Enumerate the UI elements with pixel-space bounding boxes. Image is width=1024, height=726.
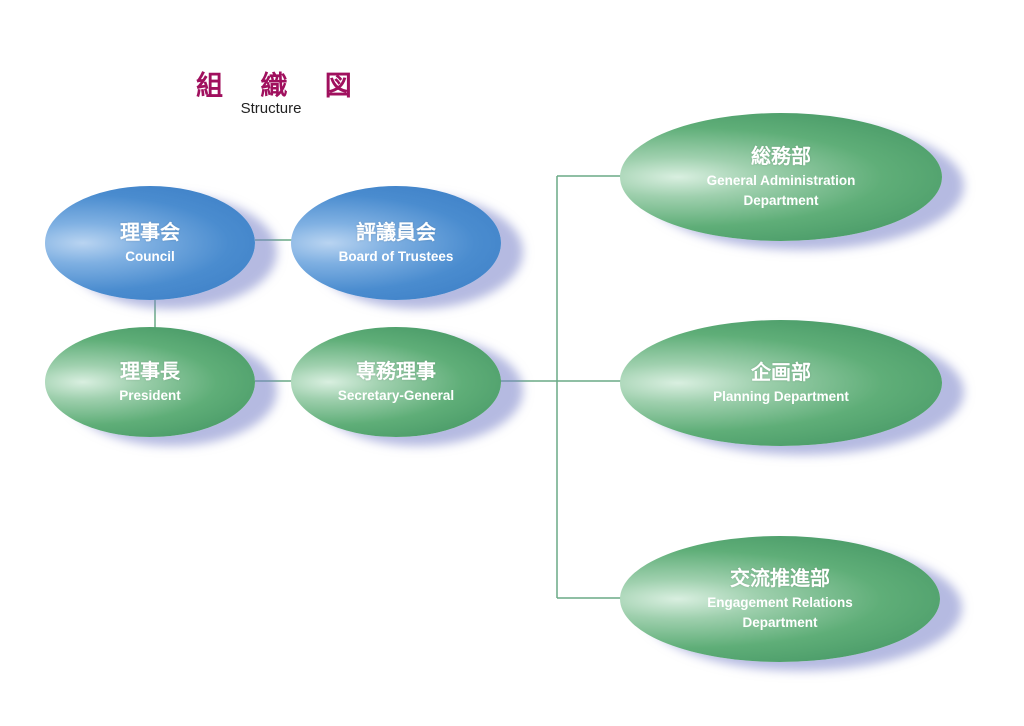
node-president: 理事長 President — [45, 327, 255, 437]
node-board-of-trustees: 評議員会 Board of Trustees — [291, 186, 501, 300]
node-general-admin-jp: 総務部 — [751, 143, 811, 168]
node-general-admin-en-line2: Department — [743, 192, 819, 208]
node-engagement-jp: 交流推進部 — [730, 565, 830, 590]
node-president-jp: 理事長 — [120, 358, 180, 383]
node-trustees-en: Board of Trustees — [338, 248, 454, 264]
node-council-jp: 理事会 — [120, 219, 180, 244]
node-planning-en: Planning Department — [713, 388, 849, 404]
node-secretary-general: 専務理事 Secretary-General — [291, 327, 501, 437]
node-council-en: Council — [125, 248, 175, 264]
node-engagement-relations: 交流推進部 Engagement Relations Department — [620, 536, 940, 662]
page-subtitle: Structure — [240, 100, 302, 117]
node-general-administration: 総務部 General Administration Department — [620, 113, 942, 241]
node-engagement-en-line1: Engagement Relations — [707, 594, 853, 610]
node-trustees-jp: 評議員会 — [356, 219, 436, 244]
node-president-en: President — [119, 387, 181, 403]
node-council: 理事会 Council — [45, 186, 255, 300]
node-planning-jp: 企画部 — [751, 359, 811, 384]
node-secretary-jp: 専務理事 — [356, 358, 436, 383]
node-engagement-en-line2: Department — [742, 614, 818, 630]
node-planning: 企画部 Planning Department — [620, 320, 942, 446]
node-general-admin-en-line1: General Administration — [706, 172, 856, 188]
node-secretary-en: Secretary-General — [337, 387, 455, 403]
page-title: 組 織 図 — [196, 71, 366, 102]
